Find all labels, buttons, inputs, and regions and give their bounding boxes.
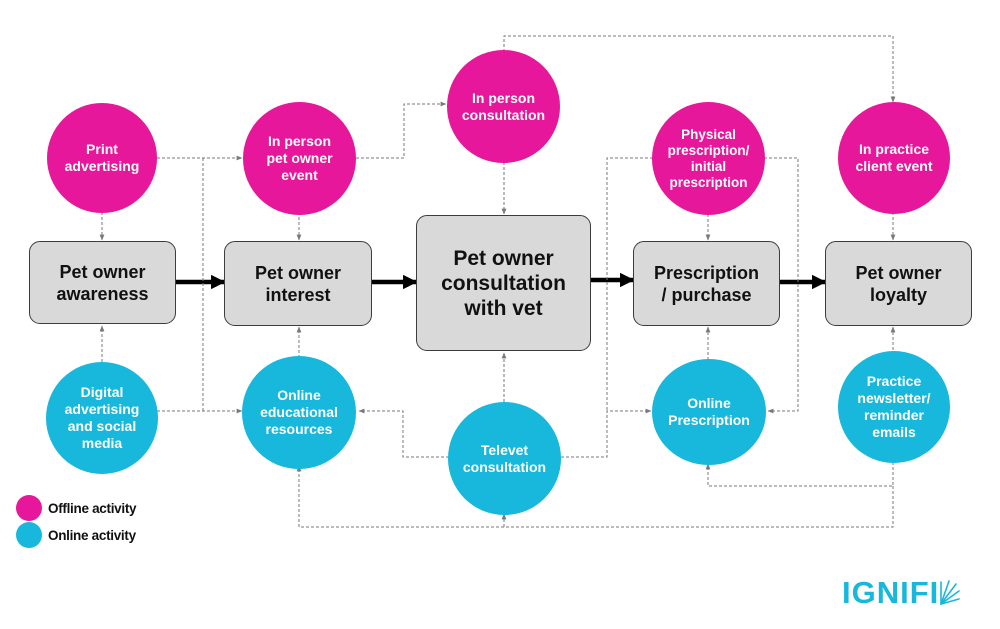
spark-burst-icon: [940, 580, 961, 605]
online-legend-label: Online activity: [48, 527, 136, 543]
stage-interest: Pet owner interest: [224, 241, 372, 326]
connector-televet-to-online-rx: [561, 408, 652, 458]
stage-loyalty: Pet owner loyalty: [825, 241, 972, 326]
offline-legend-label: Offline activity: [48, 500, 137, 516]
main-flow-arrows: [176, 272, 827, 290]
logo-text: IGNIFI: [842, 575, 940, 610]
in-person-event-circle: In person pet owner event: [243, 102, 356, 215]
connector-inperson-to-client-event: [503, 35, 896, 103]
online-prescription-circle: Online Prescription: [652, 359, 766, 465]
connector-newsletter-bottom-loop: [296, 465, 894, 528]
physical-prescription-circle: Physical prescription/ initial prescript…: [652, 102, 765, 215]
connector-newsletter-to-online-rx: [705, 462, 894, 487]
online-educational-circle: Online educational resources: [242, 356, 356, 469]
ignifi-logo: IGNIFI: [842, 574, 961, 612]
legend-online: Online activity: [16, 522, 136, 548]
stage-awareness: Pet owner awareness: [29, 241, 176, 324]
dashed-connectors: [99, 35, 896, 528]
connector-event-to-inperson: [356, 101, 447, 159]
legend-offline: Offline activity: [16, 495, 137, 521]
connector-physical-to-online-rx-right: [764, 157, 799, 414]
in-practice-event-circle: In practice client event: [838, 102, 950, 214]
practice-newsletter-circle: Practice newsletter/ reminder emails: [838, 351, 950, 463]
stage-consultation: Pet owner consultation with vet: [416, 215, 591, 351]
stage-prescription: Prescription / purchase: [633, 241, 780, 326]
connector-televet-to-online-edu: [358, 408, 449, 458]
online-legend-swatch: [16, 522, 42, 548]
print-advertising-circle: Print advertising: [47, 103, 157, 213]
offline-legend-swatch: [16, 495, 42, 521]
connector-physical-left-branch: [606, 157, 653, 411]
televet-circle: Televet consultation: [448, 402, 561, 515]
in-person-consultation-circle: In person consultation: [447, 50, 560, 163]
digital-advertising-circle: Digital advertising and social media: [46, 362, 158, 474]
